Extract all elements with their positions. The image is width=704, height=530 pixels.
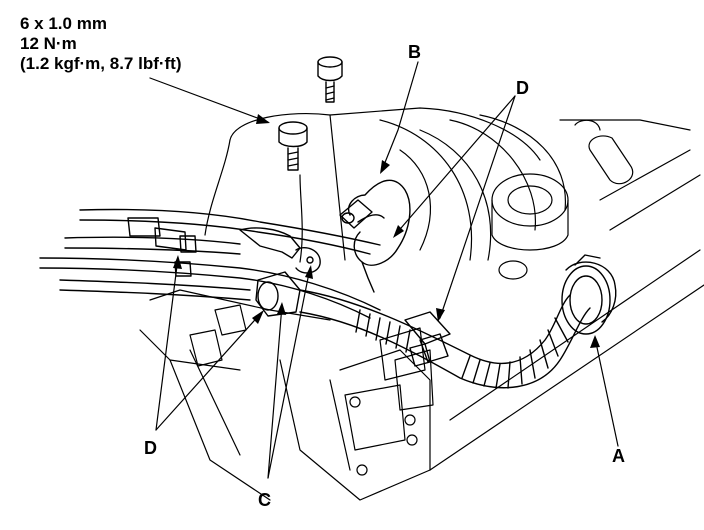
harness-clips (127, 217, 451, 367)
callout-a: A (612, 446, 625, 466)
callout-d-bottom: D (144, 438, 157, 458)
callout-c: C (258, 490, 271, 510)
ground-cable-b (339, 179, 411, 293)
bolt-size: 6 x 1.0 mm (20, 14, 107, 33)
harness-clamp-c (239, 227, 321, 317)
engine-block (204, 107, 566, 263)
torque-imperial: (1.2 kgf·m, 8.7 lbf·ft) (20, 54, 182, 73)
lower-mount (139, 289, 434, 501)
frame-rail (429, 119, 704, 471)
mounting-bolt-left (278, 121, 308, 171)
torque-nm: 12 N·m (20, 34, 77, 53)
arrowheads (173, 114, 600, 348)
wire-harness (39, 208, 381, 319)
corrugated-tube (299, 254, 617, 389)
torque-spec: 6 x 1.0 mm 12 N·m (1.2 kgf·m, 8.7 lbf·ft… (20, 14, 182, 74)
callout-d-top: D (516, 78, 529, 98)
mounting-bolt-right (317, 56, 343, 103)
leader-lines (149, 61, 619, 479)
callout-b: B (408, 42, 421, 62)
cylinder-cap (491, 173, 569, 280)
